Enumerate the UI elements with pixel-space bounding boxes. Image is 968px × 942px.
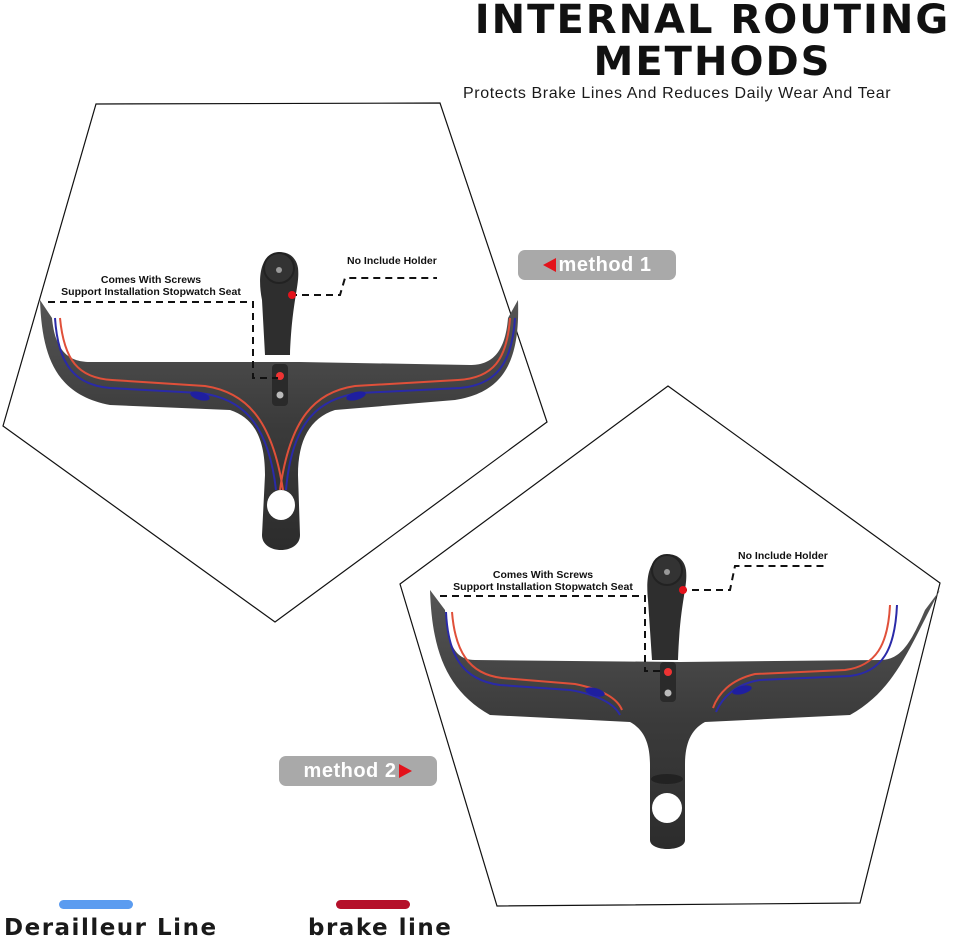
note-line-1: Comes With Screws [492, 569, 594, 581]
pentagon-frame-2 [399, 385, 941, 907]
page-title-line-2: METHODS [593, 39, 832, 85]
method2-note-holder: No Include Holder [738, 550, 828, 562]
note-line-2: Support Installation Stopwatch Seat [61, 286, 241, 298]
page-subtitle: Protects Brake Lines And Reduces Daily W… [463, 85, 892, 102]
brake-line-swatch [336, 900, 410, 909]
note-line-1: Comes With Screws [100, 274, 202, 286]
arrow-left-icon [542, 258, 556, 272]
pentagon-frame-1 [2, 102, 548, 623]
method-2-label: method 2 [303, 760, 397, 782]
brake-line-label: brake line [308, 915, 453, 941]
method-2-badge: method 2 [279, 756, 437, 786]
method-1-label: method 1 [558, 254, 652, 276]
note-line-2: Support Installation Stopwatch Seat [453, 581, 633, 593]
method1-note-holder: No Include Holder [347, 255, 437, 267]
method2-note-screws: Comes With Screws Support Installation S… [438, 569, 648, 593]
derailleur-line-swatch [59, 900, 133, 909]
handlebar-method-1 [40, 252, 519, 550]
handlebar-method-2 [430, 554, 940, 849]
method-1-badge: method 1 [518, 250, 676, 280]
method1-note-screws: Comes With Screws Support Installation S… [46, 274, 256, 298]
page-title-line-1: INTERNAL ROUTING [474, 0, 951, 43]
arrow-right-icon [399, 764, 413, 778]
derailleur-line-label: Derailleur Line [4, 915, 218, 941]
